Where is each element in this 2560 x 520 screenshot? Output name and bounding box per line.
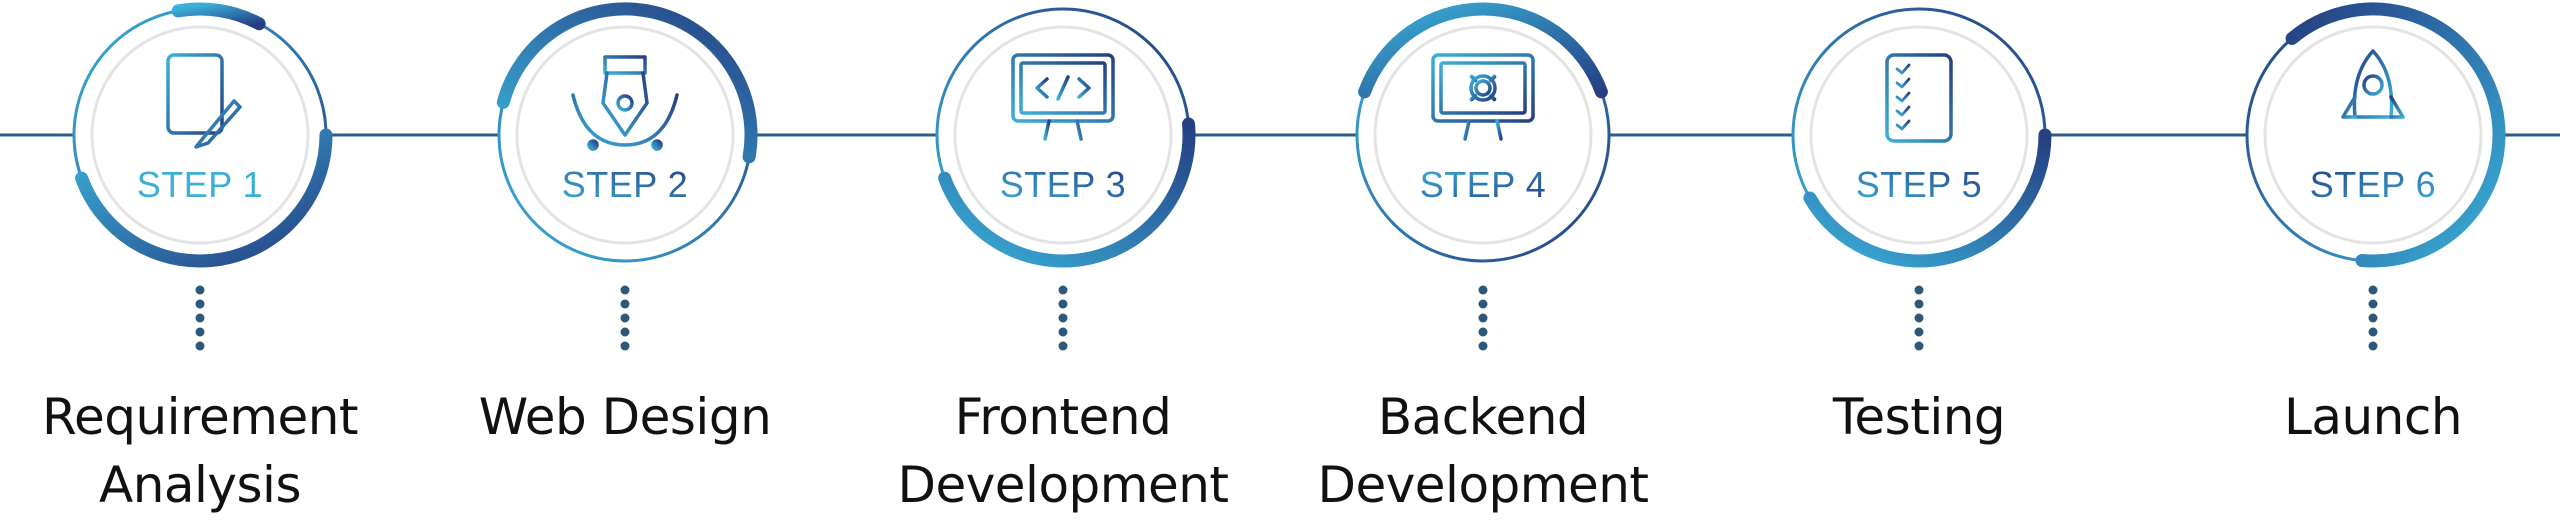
progress-arc: [1803, 128, 2052, 268]
progress-arc: [938, 117, 1196, 268]
dot: [2368, 313, 2378, 323]
step-4: STEP 4: [1355, 2, 1611, 351]
step-title-line: Requirement: [41, 388, 359, 446]
dot: [620, 313, 630, 323]
step-title-line: Launch: [2283, 388, 2463, 446]
progress-arc: [496, 2, 758, 164]
dot: [1914, 299, 1924, 309]
dot: [195, 299, 205, 309]
step-6: STEP 6: [2245, 2, 2506, 351]
pen-nib-icon: [571, 55, 679, 151]
step-title: Testing: [1709, 383, 2129, 451]
dot: [1914, 327, 1924, 337]
dot: [1914, 341, 1924, 351]
dot: [620, 285, 630, 295]
inner-ring: [1809, 25, 2029, 245]
inner-ring: [90, 25, 310, 245]
step-5: STEP 5: [1791, 7, 2052, 351]
progress-arc: [171, 2, 266, 31]
gear-monitor-icon: [1431, 53, 1535, 143]
step-label: STEP 5: [1856, 164, 1982, 205]
document-pencil-icon: [166, 53, 242, 149]
dot: [195, 313, 205, 323]
progress-arc: [75, 128, 333, 268]
step-title: Launch: [2163, 383, 2560, 451]
dot: [195, 285, 205, 295]
step-title-line: Analysis: [98, 456, 302, 514]
dot: [1058, 299, 1068, 309]
step-label: STEP 4: [1420, 164, 1546, 205]
dot: [195, 341, 205, 351]
checklist-icon: [1885, 53, 1953, 143]
step-title: Web Design: [415, 383, 835, 451]
dot: [1058, 341, 1068, 351]
step-title-line: Frontend: [954, 388, 1172, 446]
step-title-line: Backend: [1377, 388, 1589, 446]
dot: [1478, 327, 1488, 337]
dot: [620, 341, 630, 351]
steps-layer: STEP 1 STEP 2 STEP 3 STEP 4 STEP 5 STEP 6: [72, 2, 2506, 351]
step-3: STEP 3: [935, 7, 1196, 351]
dot: [620, 327, 630, 337]
dot: [2368, 299, 2378, 309]
step-2: STEP 2: [496, 2, 758, 351]
step-label: STEP 1: [137, 164, 263, 205]
dot: [1914, 285, 1924, 295]
step-label: STEP 3: [1000, 164, 1126, 205]
dot: [620, 299, 630, 309]
step-1: STEP 1: [72, 2, 333, 351]
dot: [1058, 313, 1068, 323]
dot: [1478, 341, 1488, 351]
dot: [1478, 285, 1488, 295]
step-title-line: Development: [897, 456, 1229, 514]
progress-arc: [2285, 2, 2506, 268]
dot: [1478, 299, 1488, 309]
dot: [2368, 327, 2378, 337]
dot: [195, 327, 205, 337]
inner-ring: [1373, 25, 1593, 245]
dot: [1914, 313, 1924, 323]
step-title-line: Testing: [1832, 388, 2006, 446]
rocket-icon: [2341, 49, 2405, 153]
dot: [2368, 341, 2378, 351]
dot: [1478, 313, 1488, 323]
dot: [1058, 285, 1068, 295]
dot: [2368, 285, 2378, 295]
step-title-line: Web Design: [478, 388, 772, 446]
dot: [1058, 327, 1068, 337]
step-label: STEP 2: [562, 164, 688, 205]
step-label: STEP 6: [2310, 164, 2436, 205]
code-monitor-icon: [1011, 53, 1115, 143]
progress-arc: [1358, 2, 1608, 99]
step-title-line: Development: [1317, 456, 1649, 514]
inner-ring: [953, 25, 1173, 245]
